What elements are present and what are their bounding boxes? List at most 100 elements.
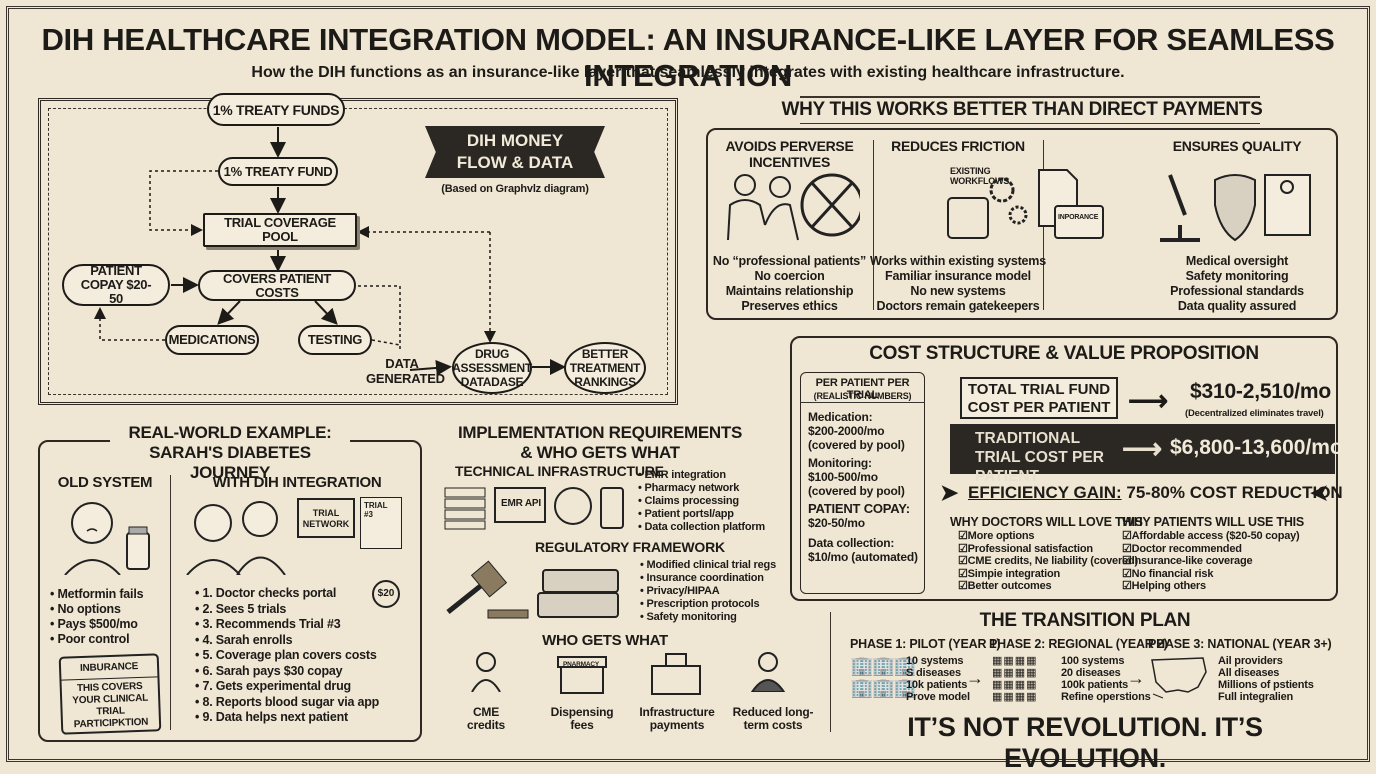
sad-woman-medicine-bottle-icon xyxy=(64,502,150,575)
efficiency-label: EFFICIENCY GAIN: xyxy=(968,483,1122,502)
businessman-icon xyxy=(750,652,786,692)
list-item: 10k patients xyxy=(906,679,968,691)
tech-list: • EMR integration• Pharmacy network• Cla… xyxy=(638,469,765,534)
total-cost-note: (Decentralized eliminates travel) xyxy=(1185,408,1324,419)
list-item: Safety monitoring xyxy=(1185,269,1289,283)
buildings-grid-icon: ▦▦▦▦▦▦▦▦▦▦▦▦▦▦▦▦ xyxy=(992,655,1038,703)
curved-arrow-icon: ➤ xyxy=(940,480,959,505)
data-collection-label: Data collection: xyxy=(808,536,895,550)
pharmacy-icon xyxy=(557,656,607,694)
list-item: No coercion xyxy=(754,269,825,283)
regulatory-title: REGULATORY FRAMEWORK xyxy=(535,539,725,555)
list-item: • Modified clinical trial regs xyxy=(640,559,776,571)
list-item: • 1. Doctor checks portal xyxy=(195,586,337,600)
node-better-treatment-rankings: BETTER TREATMENT RANKINGS xyxy=(564,342,646,394)
list-item: • EMR integration xyxy=(638,469,726,481)
total-cost-value: $310-2,510/mo xyxy=(1190,380,1331,403)
sarah-heading: REAL-WORLD EXAMPLE: SARAH'S DIABETES JOU… xyxy=(110,423,350,483)
list-item: Familiar insurance model xyxy=(885,269,1031,283)
pharmacy-sign: PNARMACY xyxy=(563,661,599,668)
insurance-card: INBURANCE THIS COVERS YOUR CLINICAL TRIA… xyxy=(58,653,162,735)
arrow-right-icon: ⟶ xyxy=(1122,433,1163,464)
node-covers-patient-costs: COVERS PATIENT COSTS xyxy=(198,270,356,301)
cost-heading: COST STRUCTURE & VALUE PROPOSITION xyxy=(869,343,1259,364)
list-item: • Privacy/HIPAA xyxy=(640,585,720,597)
doctor-icon xyxy=(471,652,501,692)
list-item: No new systems xyxy=(910,284,1006,298)
list-item: Doctors remain gatekeepers xyxy=(876,299,1040,313)
list-item: Data quality assured xyxy=(1177,299,1297,313)
flow-arrows xyxy=(94,127,566,376)
doctors-title: WHY DOCTORS WILL LOVE THIS xyxy=(950,515,1143,529)
node-patient-copay: PATIENT COPAY $20-50 xyxy=(62,264,170,306)
per-patient-title: PER PATIENT PER TRIAL xyxy=(815,377,910,401)
list-item: Works within existing systems xyxy=(870,254,1046,268)
us-map-icon xyxy=(1151,657,1207,699)
monitoring-note: (covered by pool) xyxy=(808,484,905,498)
efficiency-gain: EFFICIENCY GAIN: 75-80% COST REDUCTION xyxy=(968,483,1343,503)
arrow-right-icon: → xyxy=(966,668,984,688)
column-title: REDUCES FRICTION xyxy=(891,138,1025,154)
list-item: • 8. Reports blood sugar via app xyxy=(195,694,380,709)
insurance-document-icon xyxy=(1038,169,1104,239)
trial-document: TRIAL #3 xyxy=(360,497,402,549)
list-item: • 4. Sarah enrolls xyxy=(195,632,293,647)
tagline: IT’S NOT REVOLUTION. IT’S EVOLUTION. xyxy=(907,712,1263,773)
list-item: Insurance-like coverage xyxy=(1122,555,1300,568)
list-item: Helping others xyxy=(1122,580,1300,593)
list-item: • Pharmacy network xyxy=(638,482,740,494)
gavel-books-icon xyxy=(446,560,619,619)
list-item: Millions of pstients xyxy=(1218,679,1314,691)
list-item: Better outcomes xyxy=(958,580,1138,593)
arrow-right-icon: → xyxy=(1127,668,1145,688)
list-item: • Safety monitoring xyxy=(640,611,737,623)
list-item: • Data collection platform xyxy=(638,521,766,533)
list-item: 20 diseases xyxy=(1061,667,1121,679)
regulatory-list: • Modified clinical trial regs• Insuranc… xyxy=(640,559,776,624)
column-title: ENSURES QUALITY xyxy=(1172,138,1302,154)
monitoring-value: $100-500/mo xyxy=(808,470,878,484)
with-dih-title: WITH DIH INTEGRATION xyxy=(212,474,382,491)
list-item: More options xyxy=(958,530,1138,543)
old-system-list: • Metformin fails• No options• Pays $500… xyxy=(50,587,144,647)
node-drug-assessment-database: DRUG ASSESSMENT DATADASE xyxy=(452,342,532,394)
list-item: Prove model xyxy=(906,691,970,703)
server-monitor-pharmacy-phone-icons xyxy=(444,487,624,530)
phase-2-title: PHASE 2: REGIONAL (YEAR 2) xyxy=(989,637,1168,651)
patients-list: Affordable access ($20-50 copay)Doctor r… xyxy=(1122,530,1300,593)
list-item: Professional standards xyxy=(1170,284,1304,298)
list-item: 100k patients xyxy=(1061,679,1129,691)
node-trial-coverage-pool: TRIAL COVERAGE POOL xyxy=(203,213,357,247)
insurance-card-label: INPORANCE xyxy=(1058,214,1099,221)
patients-title: WHY PATIENTS WILL USE THIS xyxy=(1122,515,1305,529)
medication-label: Medication: xyxy=(808,410,873,424)
node-treaty-funds: 1% TREATY FUNDS xyxy=(207,93,345,126)
list-item: • Insurance coordination xyxy=(640,572,764,584)
insurance-card-text: THIS COVERS YOUR CLINICAL TRIAL PARTICIP… xyxy=(72,680,149,731)
existing-workflows-label: EXISTING WORKFLOWS xyxy=(950,166,1010,186)
list-item: 100 systems xyxy=(1061,655,1125,667)
list-item: Full integralien xyxy=(1218,691,1294,703)
who-label-payer: Reduced long-term costs xyxy=(732,705,814,732)
flow-banner-note: (Based on Graphvlz diagram) xyxy=(441,183,589,195)
traditional-cost-value: $6,800-13,600/mo xyxy=(1170,436,1343,459)
list-item: • Pays $500/mo xyxy=(50,617,138,631)
flow-banner: DIH MONEY FLOW & DATA GENERATED xyxy=(425,126,605,178)
efficiency-value: 75-80% COST REDUCTION xyxy=(1126,483,1343,502)
medication-note: (covered by pool) xyxy=(808,438,905,452)
list-item: • 2. Sees 5 trials xyxy=(195,601,287,616)
doctors-list: More optionsProfessional satisfactionCME… xyxy=(958,530,1138,593)
implementation-heading: IMPLEMENTATION REQUIREMENTS & WHO GETS W… xyxy=(457,423,743,462)
page-title: DIH HEALTHCARE INTEGRATION MODEL: AN INS… xyxy=(41,22,1335,93)
column-title: AVOIDS PERVERSE INCENTIVES xyxy=(725,138,854,170)
node-testing: TESTING xyxy=(298,325,372,355)
who-label-doctors: CME credits xyxy=(467,705,505,732)
list-item: • 7. Gets experimental drug xyxy=(195,679,351,693)
list-item: Refine operstions xyxy=(1061,691,1151,703)
copay-coin: $20 xyxy=(372,580,400,608)
per-patient-subtitle: (REALISTIC NUMBERS) xyxy=(800,390,925,403)
